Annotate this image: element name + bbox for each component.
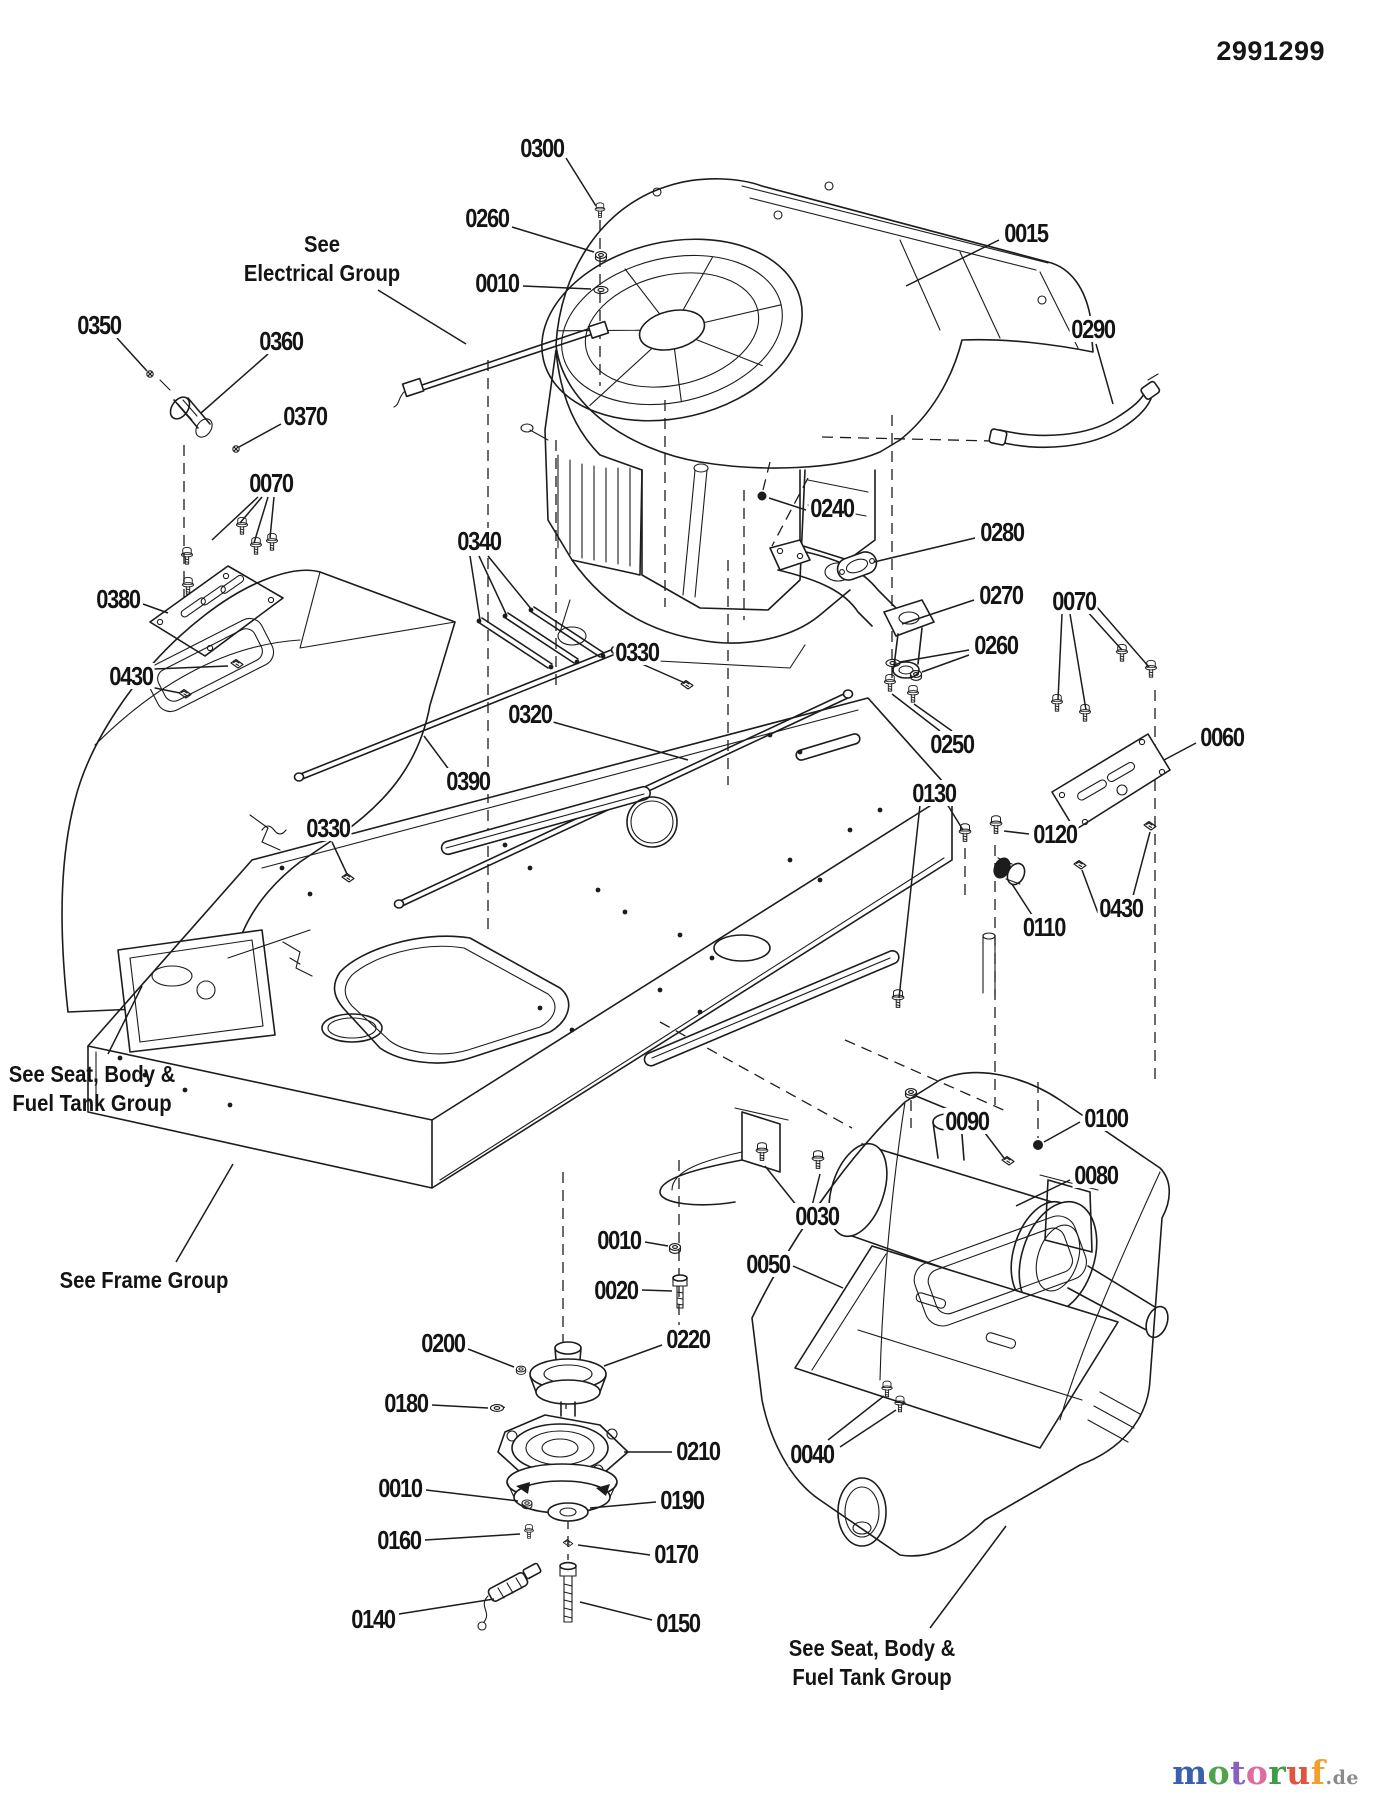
part-label-0260: 0260 [972,630,1020,660]
motoruf-watermark: motoruf.de [1172,1753,1359,1792]
part-label-0060: 0060 [1198,722,1246,752]
leader-lines [107,157,1197,1629]
part-label-0070: 0070 [1050,586,1098,616]
part-label-0040: 0040 [788,1439,836,1469]
see-seat-body-left: See Seat, Body &Fuel Tank Group [8,1061,176,1116]
bushing-0110 [993,857,1026,886]
part-label-0200: 0200 [419,1328,467,1358]
part-label-0320: 0320 [506,699,554,729]
part-label-0340: 0340 [455,526,503,556]
main-frame [87,697,996,1189]
part-label-0190: 0190 [658,1485,706,1515]
part-label-0220: 0220 [664,1324,712,1354]
motoruf-wordmark: motoruf [1172,1753,1326,1792]
engine-illustration [520,178,1094,669]
part-label-0120: 0120 [1031,819,1079,849]
part-label-0430: 0430 [107,661,155,691]
part-label-0080: 0080 [1072,1160,1120,1190]
heat-shield-0050 [794,1245,1119,1449]
breather-hose-0290 [988,373,1161,449]
part-label-0090: 0090 [943,1106,991,1136]
pulley-0220 [529,1341,607,1417]
part-label-0210: 0210 [674,1436,722,1466]
part-label-0100: 0100 [1082,1103,1130,1133]
part-label-0390: 0390 [444,766,492,796]
part-label-0270: 0270 [977,580,1025,610]
part-label-0260: 0260 [463,203,511,233]
part-label-0250: 0250 [928,729,976,759]
part-label-0020: 0020 [592,1275,640,1305]
part-label-0015: 0015 [1002,218,1050,248]
left-console-panel [61,569,456,1053]
part-label-0430: 0430 [1097,893,1145,923]
clutch-wire-0140 [477,1562,542,1631]
part-label-0010: 0010 [376,1473,424,1503]
part-label-0240: 0240 [808,493,856,523]
hardware [178,202,1157,1547]
part-label-0290: 0290 [1069,314,1117,344]
part-label-0350: 0350 [75,310,123,340]
see-seat-body-right: See Seat, Body &Fuel Tank Group [788,1635,956,1690]
part-label-0050: 0050 [744,1249,792,1279]
part-label-0110: 0110 [1021,912,1067,942]
part-label-0280: 0280 [978,517,1026,547]
part-label-0160: 0160 [375,1525,423,1555]
right-console-panel [751,1071,1171,1557]
clutch-0210 [497,1414,629,1514]
wire-harness [393,320,610,408]
part-label-0380: 0380 [94,584,142,614]
part-label-0010: 0010 [473,268,521,298]
part-label-0030: 0030 [793,1201,841,1231]
part-label-0330: 0330 [304,813,352,843]
part-label-0330: 0330 [613,637,661,667]
engine-bolt-0020 [672,1274,688,1309]
see-frame-group: See Frame Group [59,1267,229,1293]
mount-plate-0060 [1051,733,1171,831]
shift-rods-0340 [476,606,606,670]
part-label-0180: 0180 [382,1388,430,1418]
part-label-0140: 0140 [349,1604,397,1634]
exhaust-gasket-0280 [836,551,878,581]
part-label-0370: 0370 [281,401,329,431]
motoruf-domain-suffix: .de [1325,1767,1359,1789]
anti-rotation-bolt-0150 [559,1561,577,1623]
spacer-0190 [547,1502,589,1522]
part-label-0170: 0170 [652,1539,700,1569]
part-label-0300: 0300 [518,133,566,163]
part-label-0070: 0070 [247,468,295,498]
part-label-0360: 0360 [257,326,305,356]
brake-rod-0390 [293,645,622,782]
interlock-switch [146,370,240,453]
part-label-0010: 0010 [595,1225,643,1255]
part-label-0130: 0130 [910,778,958,808]
exhaust-pipe-0270 [769,539,935,679]
document-number: 2991299 [1216,36,1325,66]
part-label-0150: 0150 [654,1608,702,1638]
